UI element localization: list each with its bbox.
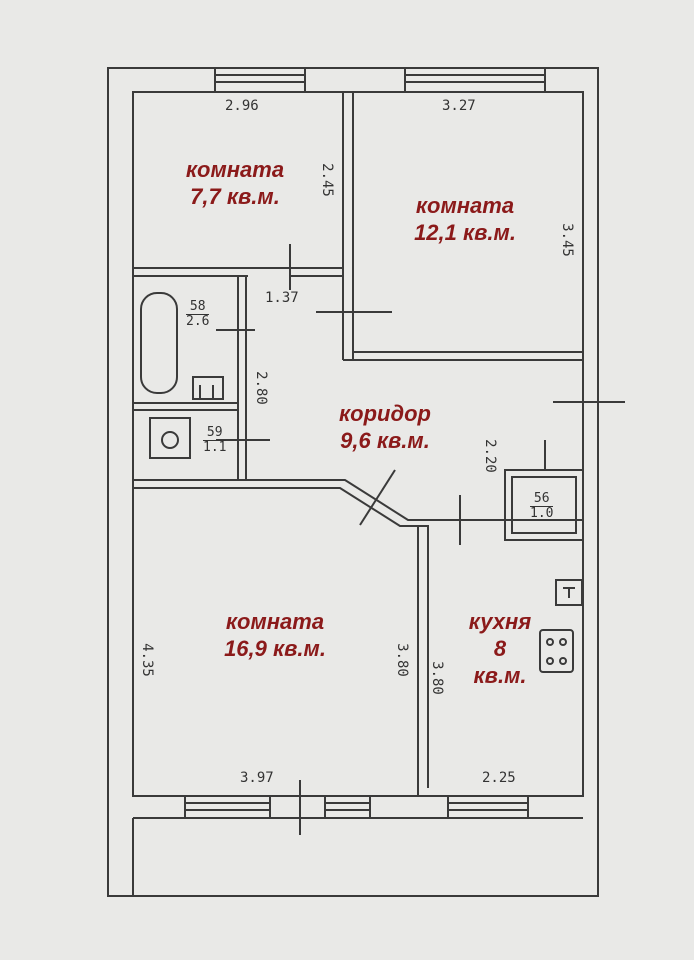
dim-d12: 2.25 [482, 770, 516, 786]
dim-d8: 4.35 [138, 643, 155, 677]
outer-wall-outer [107, 67, 599, 897]
room3-label: комната 16,9 кв.м. [200, 608, 350, 662]
window-top-right [404, 67, 546, 93]
window-top-left [214, 67, 306, 93]
marker-56-den: 1.0 [530, 506, 554, 521]
marker-58-num: 58 [186, 300, 210, 315]
fridge [555, 579, 583, 606]
dim-d11: 3.97 [240, 770, 274, 786]
corridor-area: 9,6 кв.м. [340, 428, 430, 453]
dim-d9: 3.80 [393, 643, 410, 677]
dim-d3: 2.45 [318, 163, 335, 197]
room2-name: комната [415, 193, 515, 218]
dim-d2: 3.27 [442, 98, 476, 114]
kitchen-label: кухня 8 кв.м. [450, 608, 550, 689]
window-bottom-right [447, 795, 529, 819]
dim-d10: 3.80 [428, 661, 445, 695]
dim-d1: 2.96 [225, 98, 259, 114]
room3-name: комната [225, 609, 325, 634]
marker-58: 58 2.6 [186, 300, 210, 329]
room2-label: комната 12,1 кв.м. [390, 192, 540, 246]
sink [192, 376, 224, 400]
window-bottom-left [184, 795, 271, 819]
corridor-name: коридор [339, 401, 431, 426]
dim-d5: 1.37 [265, 290, 299, 306]
marker-59-den: 1.1 [203, 440, 227, 455]
marker-58-den: 2.6 [186, 314, 210, 329]
marker-56-num: 56 [530, 492, 554, 507]
marker-59: 59 1.1 [203, 426, 227, 455]
bathtub [140, 292, 178, 394]
dim-d4: 3.45 [558, 223, 575, 257]
stove [539, 629, 574, 673]
room2-area: 12,1 кв.м. [414, 220, 516, 245]
window-bottom-center [324, 795, 371, 819]
dim-d6: 2.80 [252, 371, 269, 405]
room1-label: комната 7,7 кв.м. [160, 156, 310, 210]
marker-59-num: 59 [203, 426, 227, 441]
kitchen-name: кухня [468, 609, 532, 634]
room1-name: комната [185, 157, 285, 182]
toilet [161, 431, 179, 449]
marker-56: 56 1.0 [530, 492, 554, 521]
kitchen-area-value: 8 [493, 636, 507, 661]
room3-area: 16,9 кв.м. [224, 636, 326, 661]
room1-area: 7,7 кв.м. [190, 184, 280, 209]
corridor-label: коридор 9,6 кв.м. [310, 400, 460, 454]
dim-d7: 2.20 [481, 439, 498, 473]
kitchen-area-unit: кв.м. [473, 663, 527, 688]
